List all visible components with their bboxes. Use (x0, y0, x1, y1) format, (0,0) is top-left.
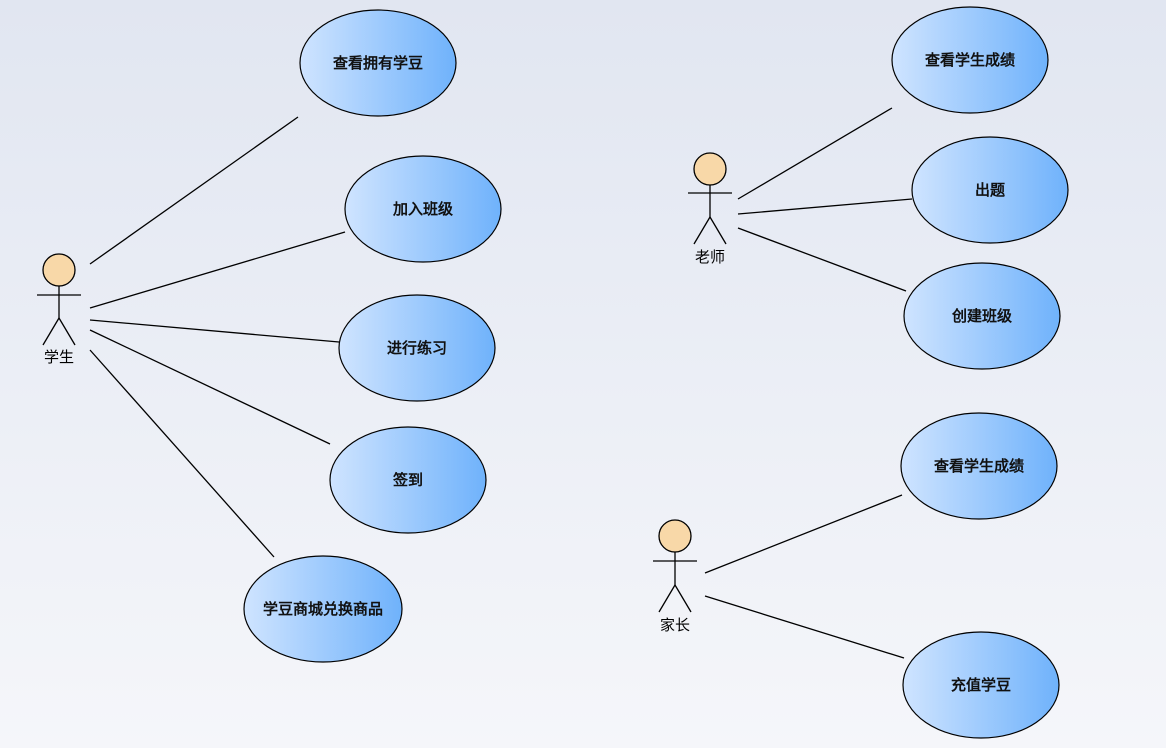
association-teacher-uc7[interactable] (737, 198, 913, 215)
association-parent-uc10[interactable] (704, 595, 905, 659)
association-student-uc4[interactable] (89, 329, 331, 445)
use-case-label: 充值学豆 (951, 676, 1011, 694)
actor-label: 学生 (44, 348, 74, 366)
use-case-uc7[interactable]: 出题 (911, 136, 1069, 244)
actor-head-icon (693, 152, 727, 186)
use-case-label: 加入班级 (392, 200, 454, 218)
use-case-label: 出题 (975, 181, 1006, 199)
actor-parent[interactable]: 家长 (653, 519, 697, 634)
association-student-uc5[interactable] (89, 349, 275, 558)
use-case-uc4[interactable]: 签到 (329, 426, 487, 534)
actor-label: 老师 (695, 248, 725, 266)
use-case-label: 学豆商城兑换商品 (263, 600, 383, 618)
use-case-label: 查看拥有学豆 (333, 54, 423, 72)
association-student-uc1[interactable] (89, 116, 299, 265)
use-case-label: 查看学生成绩 (934, 457, 1024, 475)
actor-label: 家长 (660, 616, 690, 634)
association-teacher-uc8[interactable] (737, 227, 907, 292)
association-parent-uc9[interactable] (704, 494, 903, 574)
use-case-uc10[interactable]: 充值学豆 (902, 631, 1060, 739)
use-case-label: 查看学生成绩 (925, 51, 1015, 69)
use-case-label: 进行练习 (387, 339, 447, 357)
use-case-label: 创建班级 (951, 307, 1013, 325)
use-case-uc3[interactable]: 进行练习 (338, 294, 496, 402)
use-case-uc9[interactable]: 查看学生成绩 (900, 412, 1058, 520)
actor-student[interactable]: 学生 (37, 253, 81, 366)
use-case-label: 签到 (392, 471, 423, 489)
use-case-uc6[interactable]: 查看学生成绩 (891, 6, 1049, 114)
use-case-uc8[interactable]: 创建班级 (903, 262, 1061, 370)
actor-head-icon (42, 253, 76, 287)
association-student-uc3[interactable] (89, 319, 340, 343)
association-student-uc2[interactable] (89, 231, 346, 309)
use-case-uc2[interactable]: 加入班级 (344, 155, 502, 263)
actor-head-icon (658, 519, 692, 553)
use-case-uc5[interactable]: 学豆商城兑换商品 (243, 555, 403, 663)
associations (89, 107, 913, 659)
actor-teacher[interactable]: 老师 (688, 152, 732, 266)
use-case-uc1[interactable]: 查看拥有学豆 (299, 9, 457, 117)
association-teacher-uc6[interactable] (737, 107, 893, 200)
